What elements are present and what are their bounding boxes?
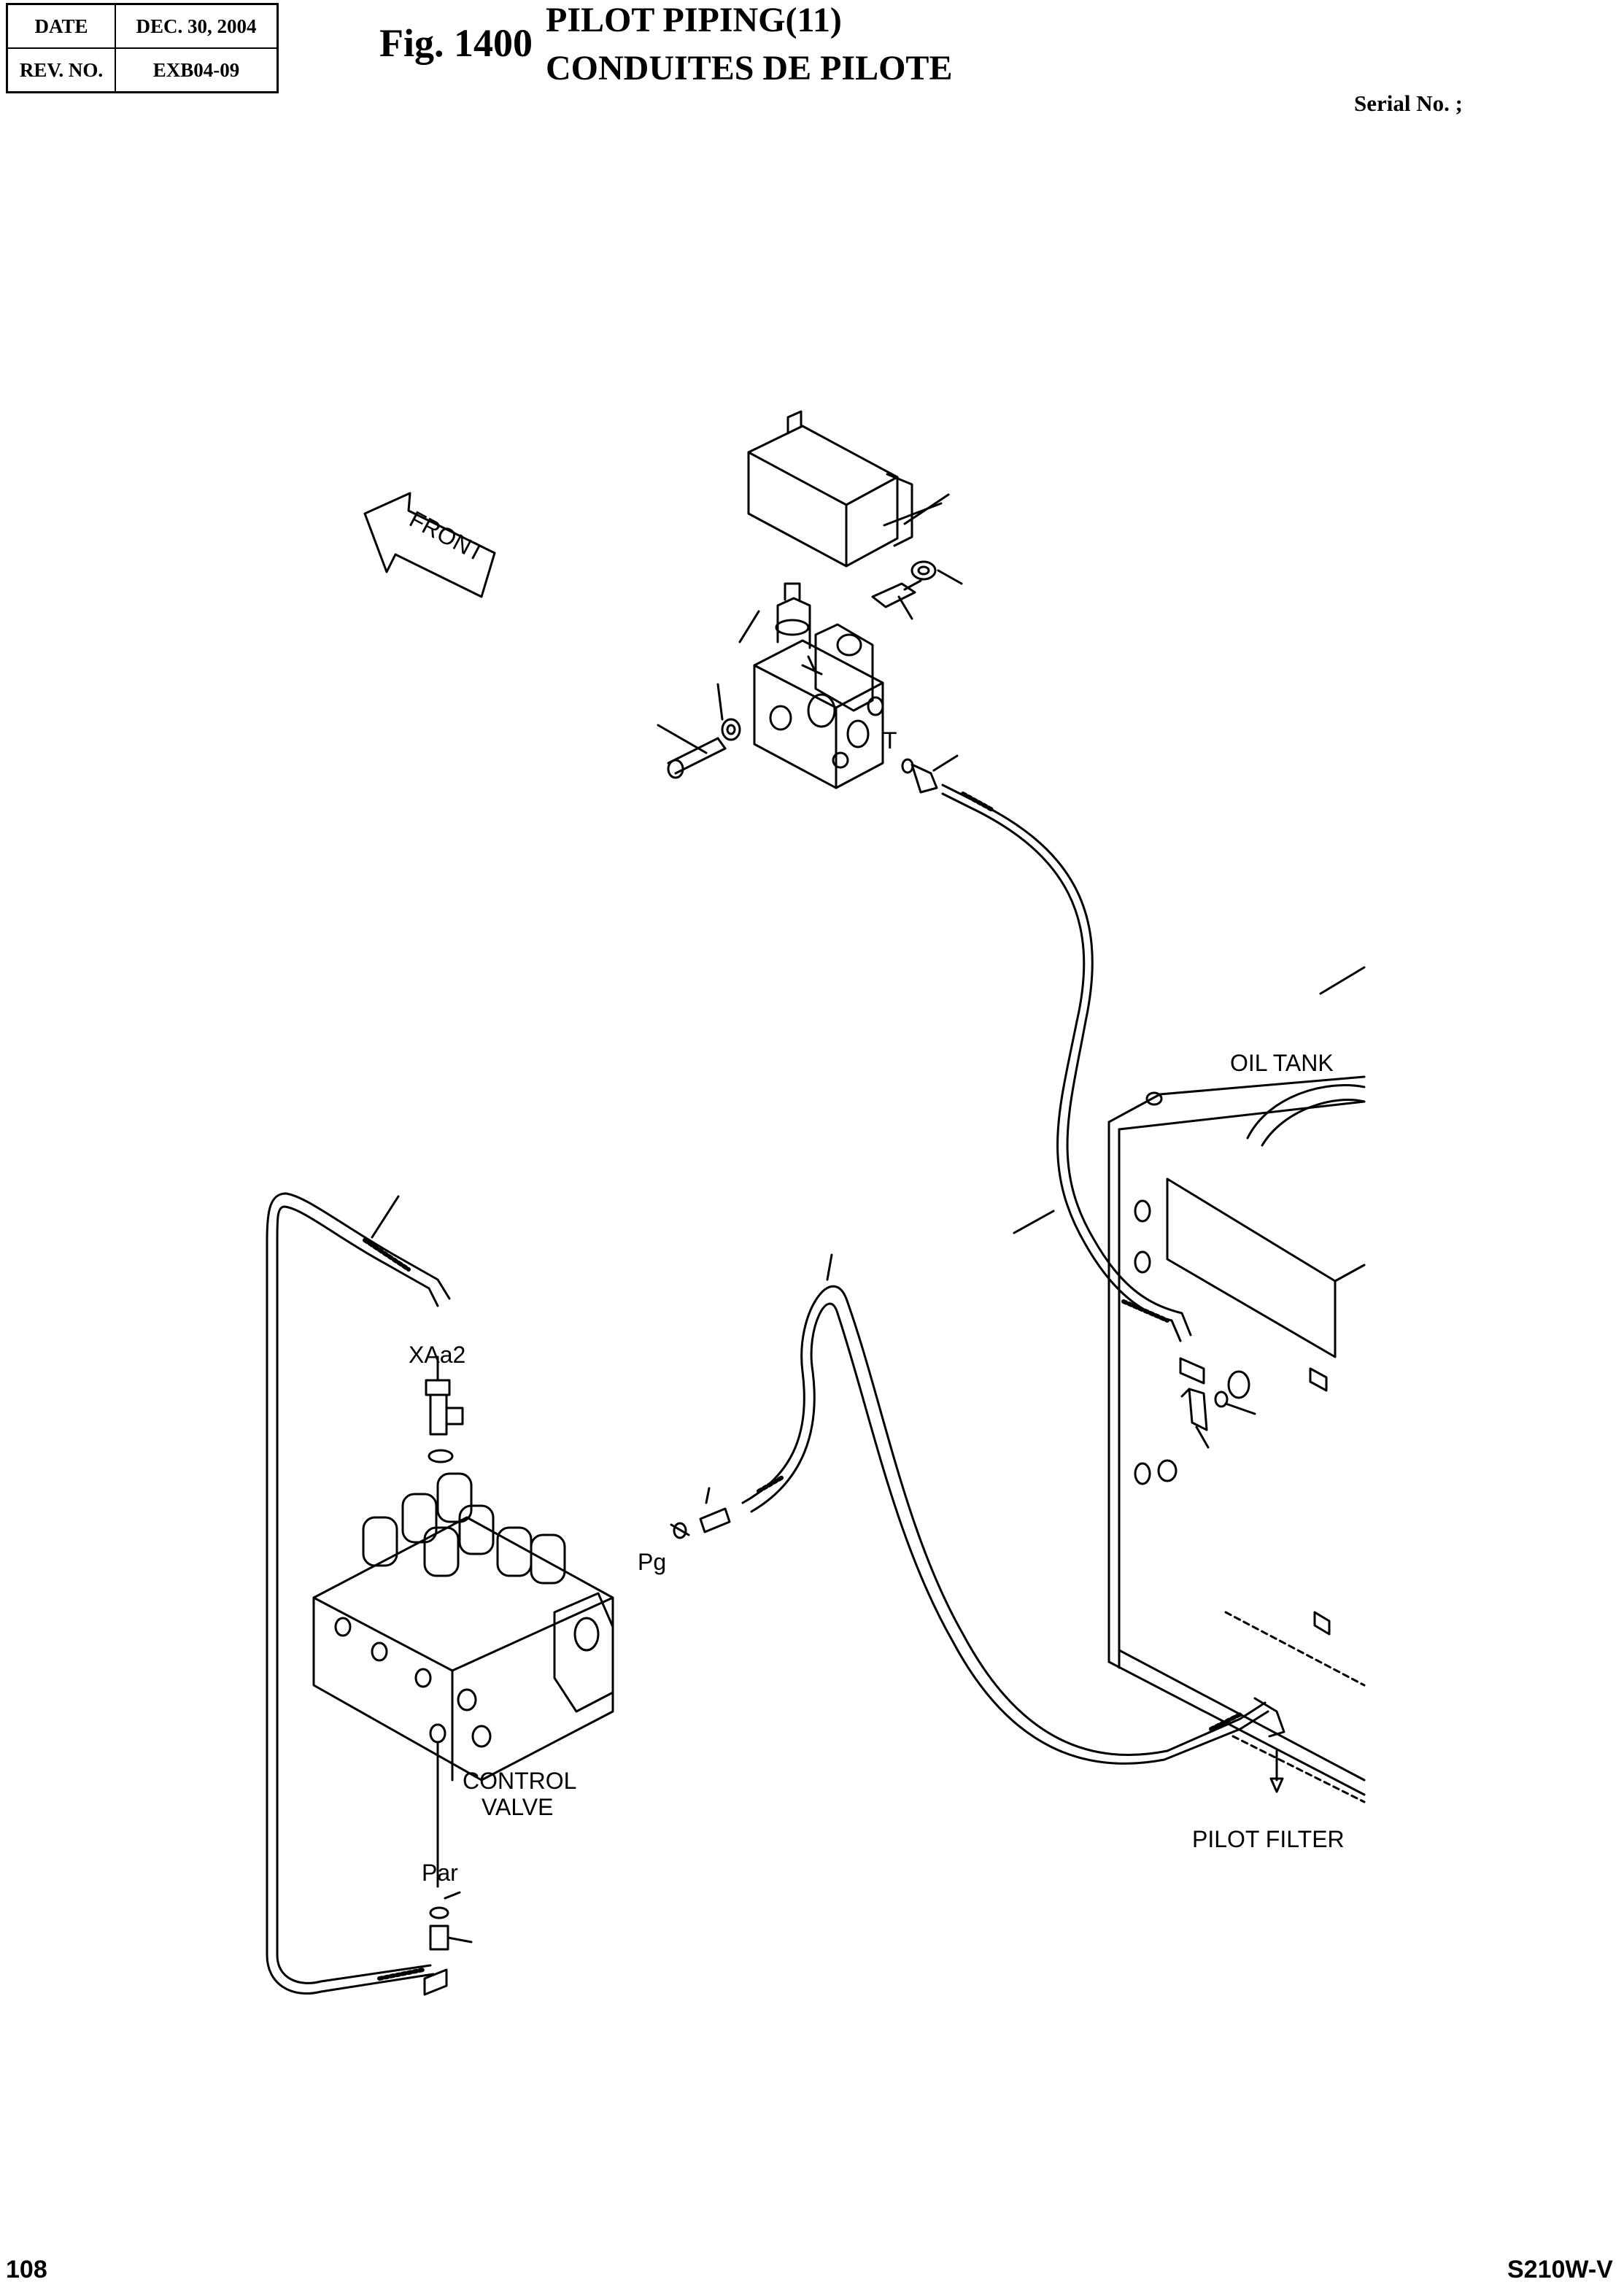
solenoid-box [747,410,950,568]
block-bolt [657,683,741,779]
pilot-filter-label: PILOT FILTER [1192,1826,1345,1852]
par-fittings [429,1891,473,1951]
valve-block [738,582,884,789]
port-pg-label: Pg [638,1549,666,1575]
serial-number: Serial No. ; [1354,90,1463,116]
control-valve-label-1: CONTROL [463,1768,576,1794]
hose-xaa2-to-par [266,1192,451,1996]
front-arrow: FRONT [363,492,496,598]
port-t-fitting [901,754,959,794]
page-number: 108 [6,2256,47,2283]
revision-table: DATE DEC. 30, 2004 REV. NO. EXB04-09 [6,3,279,93]
pg-fittings [670,1487,731,1539]
control-valve-label-2: VALVE [482,1794,553,1820]
control-valve [312,1472,614,1888]
front-label: FRONT [405,506,488,567]
tank-tee-fitting [1179,1357,1256,1449]
rev-label: REV. NO. [6,47,116,93]
xaa2-fitting [425,1355,464,1463]
hose-t-to-tank [941,784,1192,1342]
title-french: CONDUITES DE PILOTE [546,49,953,88]
port-par-label: Par [422,1860,458,1886]
model-number: S210W-V [1507,2256,1613,2283]
rev-value: EXB04-09 [115,47,279,93]
title-english: PILOT PIPING(11) [546,1,842,39]
figure-number: Fig. 1400 [379,21,533,65]
date-label: DATE [6,3,116,49]
oil-tank [1107,966,1366,1803]
box-bolt-set [871,560,963,620]
port-t-label: T [883,727,897,754]
oil-tank-label: OIL TANK [1230,1050,1334,1076]
date-value: DEC. 30, 2004 [115,3,279,49]
port-xaa2-label: XAa2 [409,1342,465,1368]
hose-pilot-filter [741,1253,1285,1793]
